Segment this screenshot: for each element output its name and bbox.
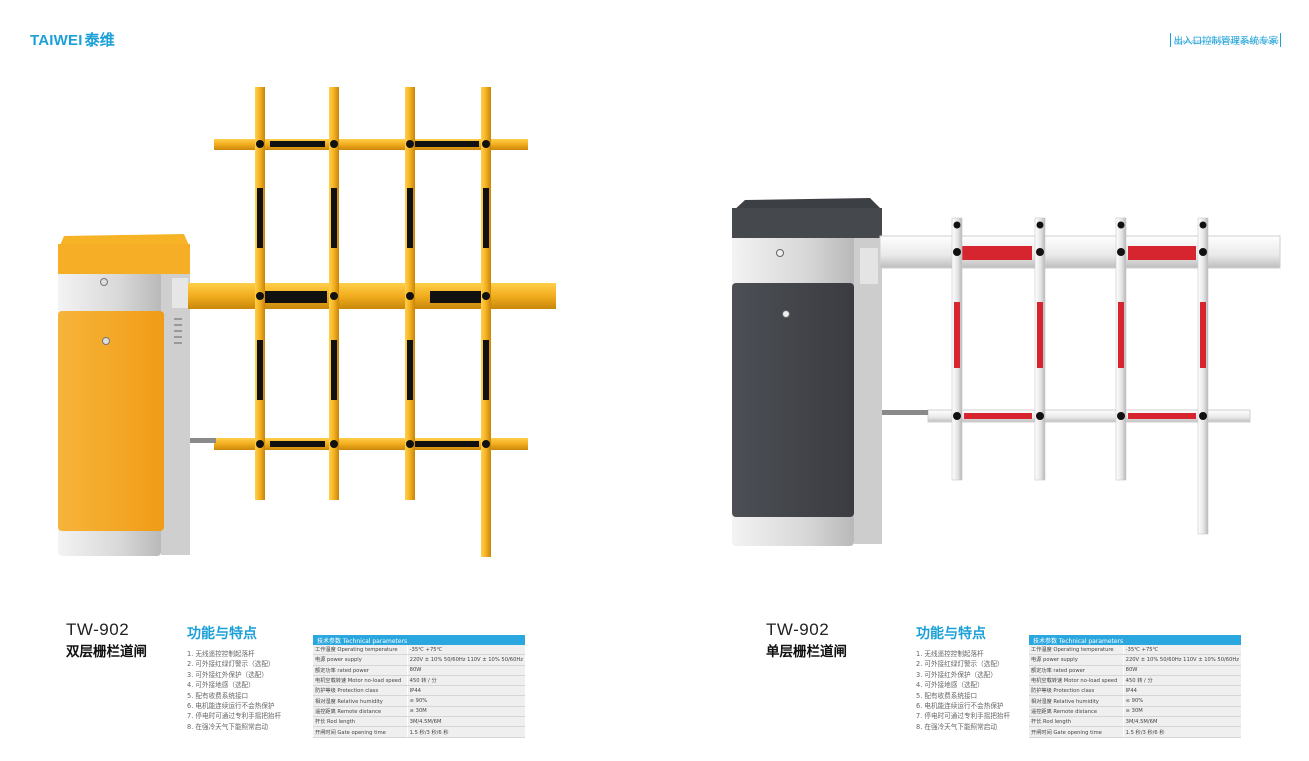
features-title: 功能与特点 [187,626,257,642]
main-arm [879,235,1281,269]
single-fence-gate-image [732,198,1281,546]
top-rail [214,139,528,150]
brand-name-en: TAIWEI [30,32,83,49]
features-list: 1. 无线遥控控制起落杆 2. 可外接红绿灯警示（选配） 3. 可外接红外保护（… [916,649,1010,732]
spec-table: 技术参数 Technical parameters 工作温度 Operating… [313,635,525,738]
feature-item: 5. 配有收费系统接口 [916,691,978,700]
stripe [265,291,327,303]
feature-item: 1. 无线遥控控制起落杆 [916,650,984,658]
stripe [270,141,325,147]
label-plate [172,278,188,308]
link-rod [190,438,216,443]
spec-row: 相对湿度 Relative humidity≤ 90% [1029,695,1241,707]
lock-icon [776,249,784,257]
link-rod [882,410,928,415]
stripe [964,413,1032,419]
header-subtitle: Access control management system special… [1174,40,1279,45]
feature-item: 8. 在强冷天气下能照常启动 [916,722,997,731]
spec-table: 技术参数 Technical parameters 工作温度 Operating… [1029,635,1241,738]
header-tagline: 出入口控制管理系统专家 Access control management sy… [1170,29,1281,48]
feature-item: 7. 停电时可通过专利手摇把抬杆 [916,712,1011,721]
feature-item: 3. 可外接红外保护（选配） [916,670,997,679]
feature-item: 7. 停电时可通过专利手摇把抬杆 [187,712,282,721]
features-list: 1. 无线遥控控制起落杆 2. 可外接红绿灯警示（选配） 3. 可外接红外保护（… [187,649,281,732]
cabinet-cap [732,208,882,238]
spec-row: 遥控距离 Remote distance≥ 30M [313,706,525,718]
feature-item: 3. 可外接红外保护（选配） [187,670,268,679]
feature-item: 4. 可外接地感（选配） [916,681,984,690]
double-fence-gate-image [58,87,556,557]
divider [1280,32,1281,47]
feature-item: 2. 可外接红绿灯警示（选配） [916,660,1004,669]
main-arm [188,283,556,309]
stripe [430,291,486,303]
spec-row: 工作温度 Operating temperature-35℃ +75℃ [1029,645,1241,656]
spec-title: 技术参数 Technical parameters [313,635,525,645]
rivets [256,140,490,448]
product-name: 双层栅栏道闸 [66,644,147,660]
stripe [1128,413,1196,419]
features-title: 功能与特点 [916,626,986,642]
cabinet-cap [58,244,190,274]
lock-icon [102,337,110,345]
stripe [414,141,479,147]
feature-item: 6. 电机能连续运行不会热保护 [187,702,275,711]
stripe [414,441,479,447]
spec-title: 技术参数 Technical parameters [1029,635,1241,645]
header-title: 出入口控制管理系统专家 [1173,35,1278,47]
stripe [1128,246,1196,260]
divider [1170,32,1172,47]
vent-icon [174,318,182,344]
feature-item: 5. 配有收费系统接口 [187,691,249,700]
spec-row: 遥控距离 Remote distance≥ 30M [1029,706,1241,718]
label-plate [860,248,878,284]
lock-icon [782,310,790,318]
feature-item: 2. 可外接红绿灯警示（选配） [187,660,275,669]
cabinet-door [58,311,164,531]
rivets [953,221,1207,420]
feature-item: 6. 电机能连续运行不会热保护 [916,702,1004,711]
lock-icon [100,278,108,286]
stripe [270,441,325,447]
fence-posts [255,87,491,557]
stripe [962,246,1032,260]
product-model: TW-902 [66,620,130,639]
brand-name-cn: 泰维 [84,32,115,49]
feature-item: 1. 无线遥控控制起落杆 [187,650,255,658]
spec-row: 工作温度 Operating temperature-35℃ +75℃ [313,645,525,656]
spec-row: 相对湿度 Relative humidity≤ 90% [313,695,525,707]
feature-item: 8. 在强冷天气下能照常启动 [187,722,268,731]
feature-item: 4. 可外接地感（选配） [187,681,255,690]
cabinet-door [732,283,854,517]
fence-posts [951,217,1209,535]
product-model: TW-902 [766,620,830,639]
product-name: 单层栅栏道闸 [766,644,847,660]
